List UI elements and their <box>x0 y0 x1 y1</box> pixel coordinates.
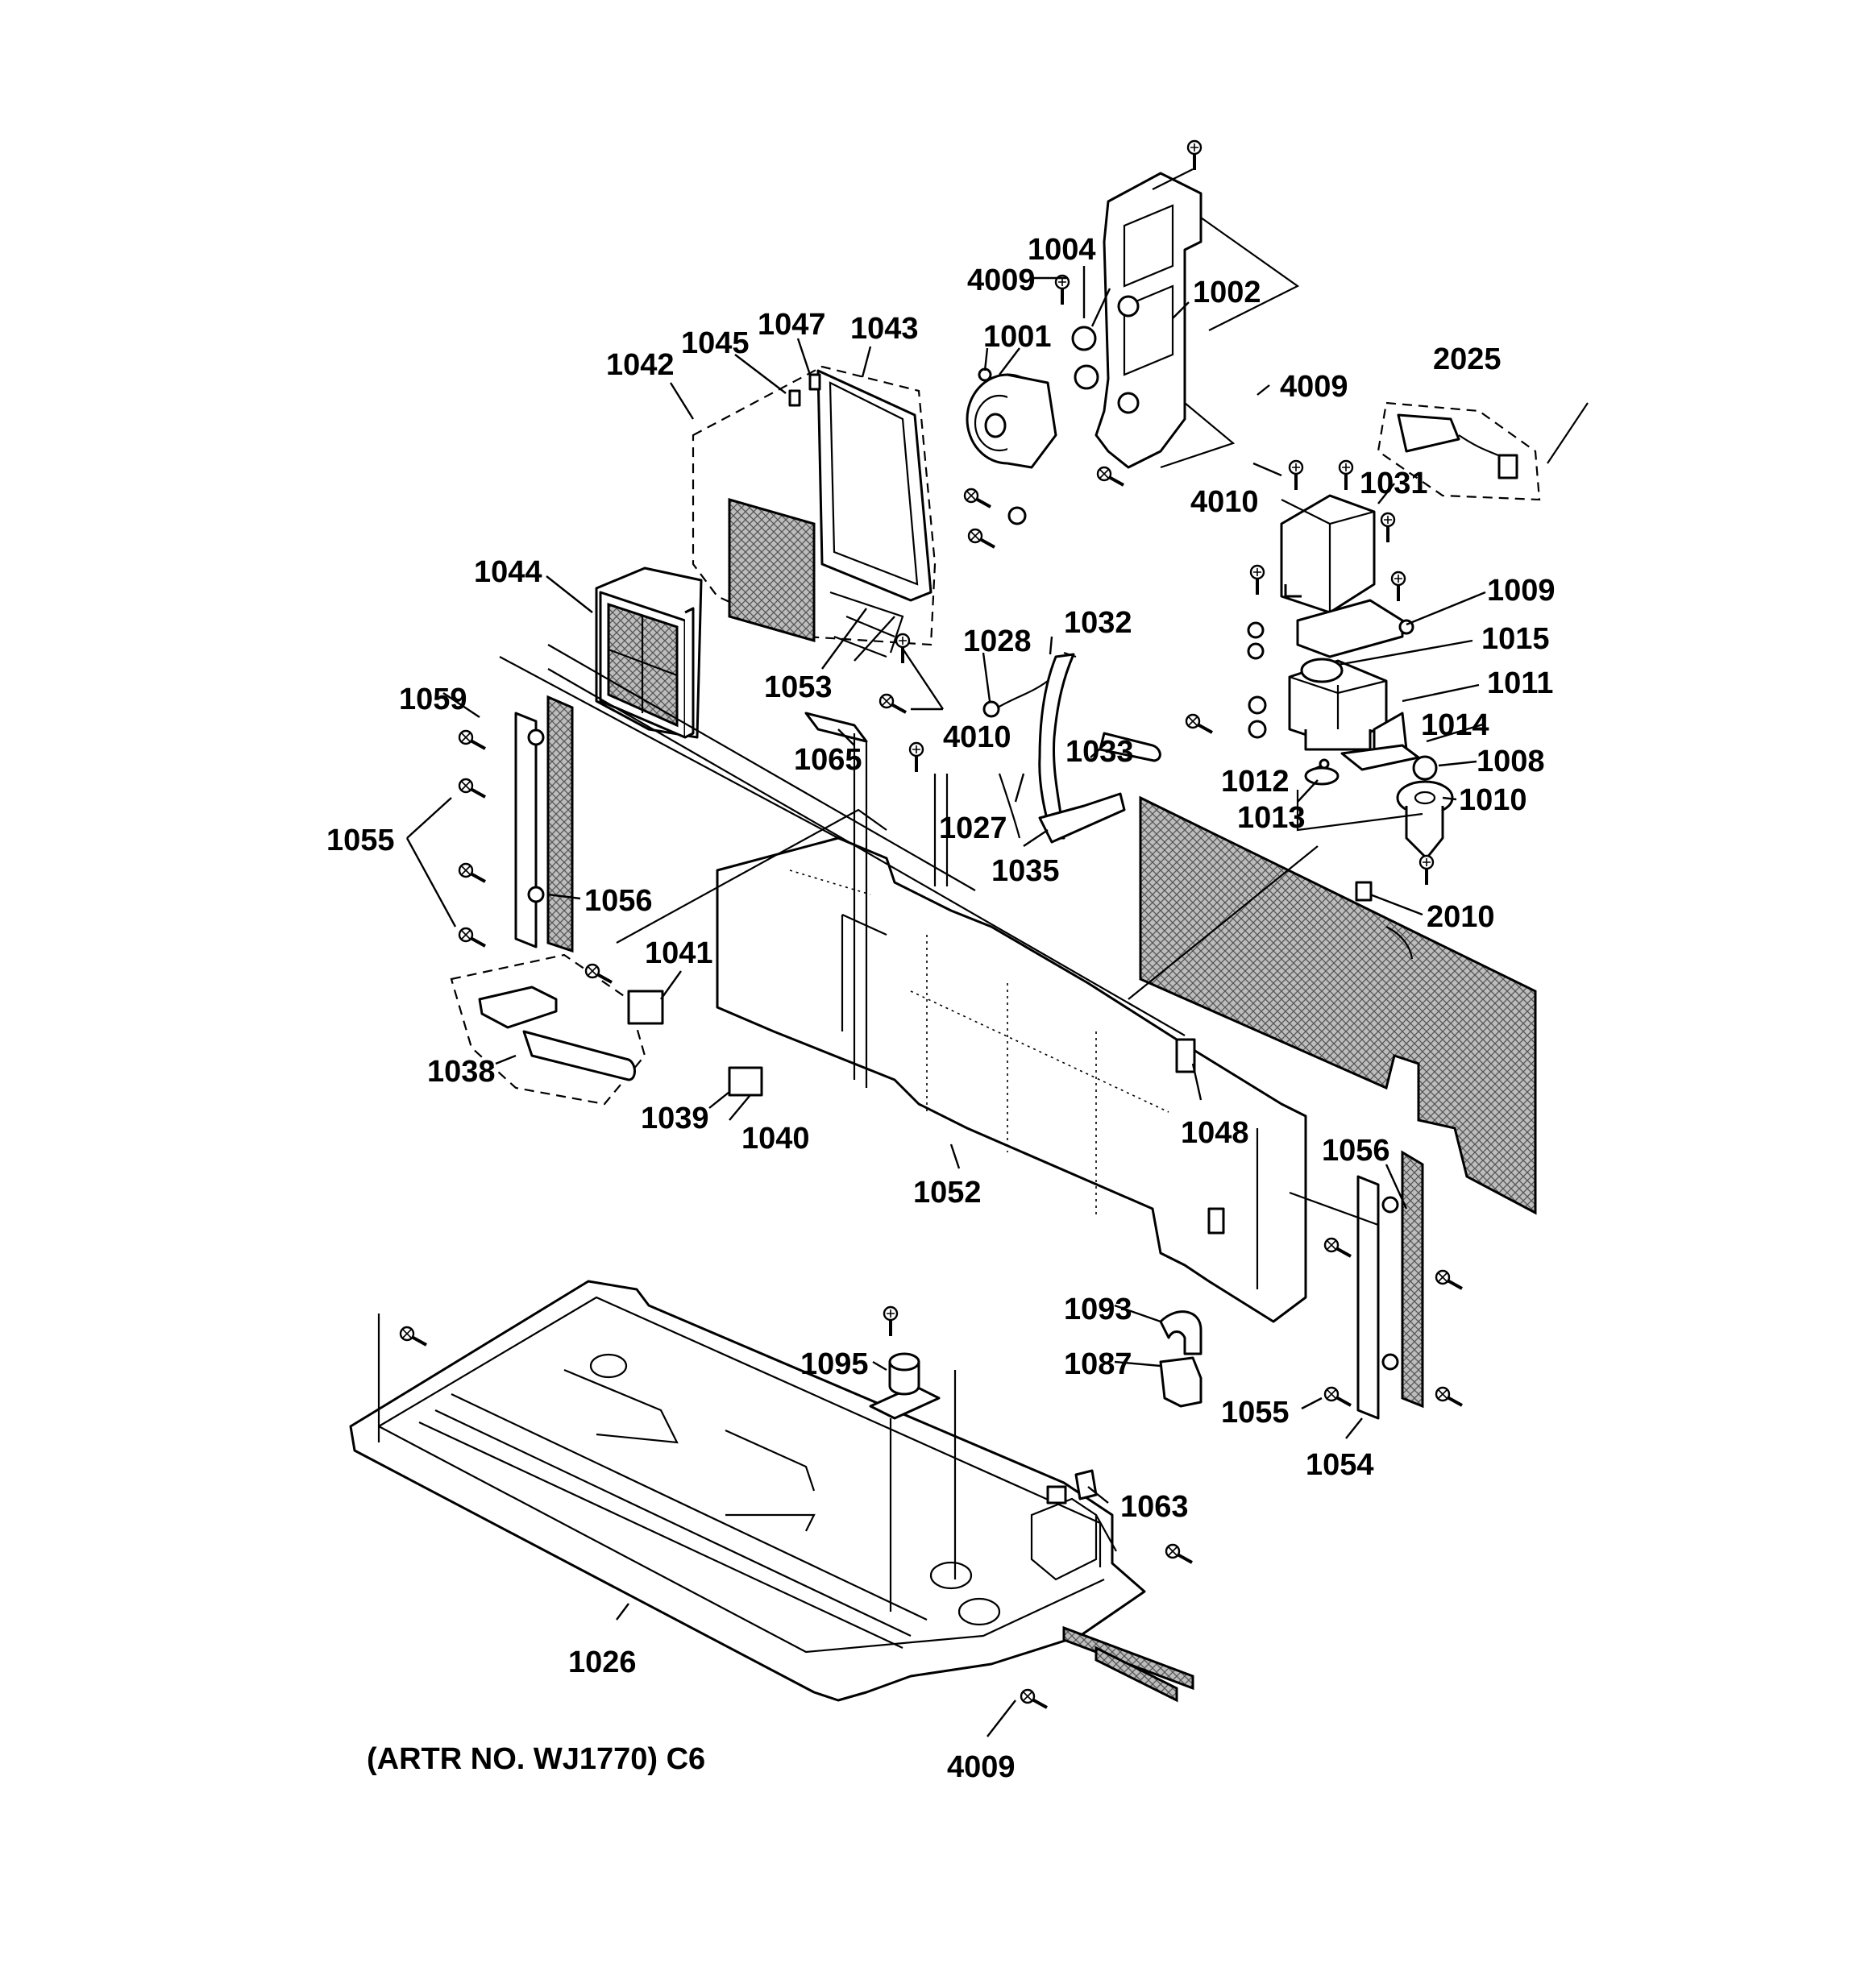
callout-1012: 1012 <box>1221 765 1290 799</box>
callout-1052: 1052 <box>913 1176 982 1210</box>
callout-1059: 1059 <box>399 683 467 716</box>
callout-1002: 1002 <box>1193 276 1261 309</box>
callout-1013: 1013 <box>1237 801 1306 835</box>
callout-labels: 1004 4009 1002 1001 4009 2025 4010 1031 … <box>326 233 1556 1784</box>
callout-1055: 1055 <box>1221 1396 1290 1430</box>
callout-1095: 1095 <box>800 1347 869 1381</box>
leader-lines <box>405 266 1486 1737</box>
callout-1035: 1035 <box>991 854 1060 888</box>
callout-1011: 1011 <box>1487 666 1553 700</box>
callout-1053: 1053 <box>764 670 833 704</box>
callout-1054: 1054 <box>1306 1448 1374 1482</box>
reference-lines <box>377 644 1379 1612</box>
callout-1055: 1055 <box>326 824 395 857</box>
artwork-caption: (ARTR NO. WJ1770) C6 <box>367 1742 705 1776</box>
rear-panel-1052 <box>716 836 1307 1323</box>
callout-1039: 1039 <box>641 1102 709 1135</box>
callout-1010: 1010 <box>1459 783 1527 817</box>
callout-4010: 4010 <box>1190 485 1259 519</box>
callout-1047: 1047 <box>758 308 826 342</box>
callout-1063: 1063 <box>1120 1490 1189 1524</box>
callout-1040: 1040 <box>741 1122 810 1156</box>
callout-1014: 1014 <box>1421 708 1489 742</box>
callout-1093: 1093 <box>1064 1293 1132 1326</box>
fan-motor-1001 <box>963 274 1125 549</box>
callout-1026: 1026 <box>568 1646 637 1679</box>
right-bracket-1054 <box>1323 1150 1464 1420</box>
left-bracket-1059 <box>458 695 574 953</box>
motor-assembly-1011 <box>1248 658 1420 771</box>
mesh-filter-2010 <box>1139 795 1537 1215</box>
rod-1033 <box>1099 713 1214 762</box>
grille-1044 <box>595 567 703 739</box>
callout-2025: 2025 <box>1433 342 1502 376</box>
callout-1041: 1041 <box>645 936 713 970</box>
callout-1065: 1065 <box>794 743 862 777</box>
callout-1087: 1087 <box>1064 1347 1132 1381</box>
transformer-1031 <box>1280 459 1396 614</box>
callout-4010: 4010 <box>943 720 1011 754</box>
grommets-1093-1087 <box>1159 1310 1202 1408</box>
callout-2010: 2010 <box>1427 900 1495 934</box>
callout-1001: 1001 <box>983 320 1052 354</box>
base-pan-1026 <box>349 1280 1194 1709</box>
callout-1008: 1008 <box>1477 745 1545 778</box>
bracket-1009 <box>1247 564 1414 660</box>
callout-1043: 1043 <box>850 312 919 346</box>
callout-1048: 1048 <box>1181 1116 1249 1150</box>
callout-1031: 1031 <box>1360 467 1428 500</box>
callout-1032: 1032 <box>1064 606 1132 640</box>
motor-1095 <box>869 1305 1098 1504</box>
callout-1027: 1027 <box>939 811 1007 845</box>
callout-1028: 1028 <box>963 625 1032 658</box>
callout-1042: 1042 <box>606 348 675 382</box>
callout-4009: 4009 <box>1280 370 1348 404</box>
filter-panel-1042 <box>692 365 937 654</box>
tube-1032 <box>982 651 1126 844</box>
callout-1009: 1009 <box>1487 574 1556 608</box>
callout-1056: 1056 <box>584 884 653 918</box>
motor-bracket-1002 <box>1094 139 1300 469</box>
agitator-1010 <box>1296 755 1454 886</box>
callout-4009: 4009 <box>967 264 1036 297</box>
callout-1044: 1044 <box>474 555 542 589</box>
callout-1045: 1045 <box>681 326 750 360</box>
callout-1056: 1056 <box>1322 1134 1390 1168</box>
harness-2025 <box>1377 401 1589 501</box>
callout-1033: 1033 <box>1065 735 1134 769</box>
drain-tray-1038 <box>450 953 763 1106</box>
callout-1015: 1015 <box>1481 622 1550 656</box>
callout-1004: 1004 <box>1028 233 1096 267</box>
callout-4009: 4009 <box>947 1750 1016 1784</box>
callout-1038: 1038 <box>427 1055 496 1089</box>
